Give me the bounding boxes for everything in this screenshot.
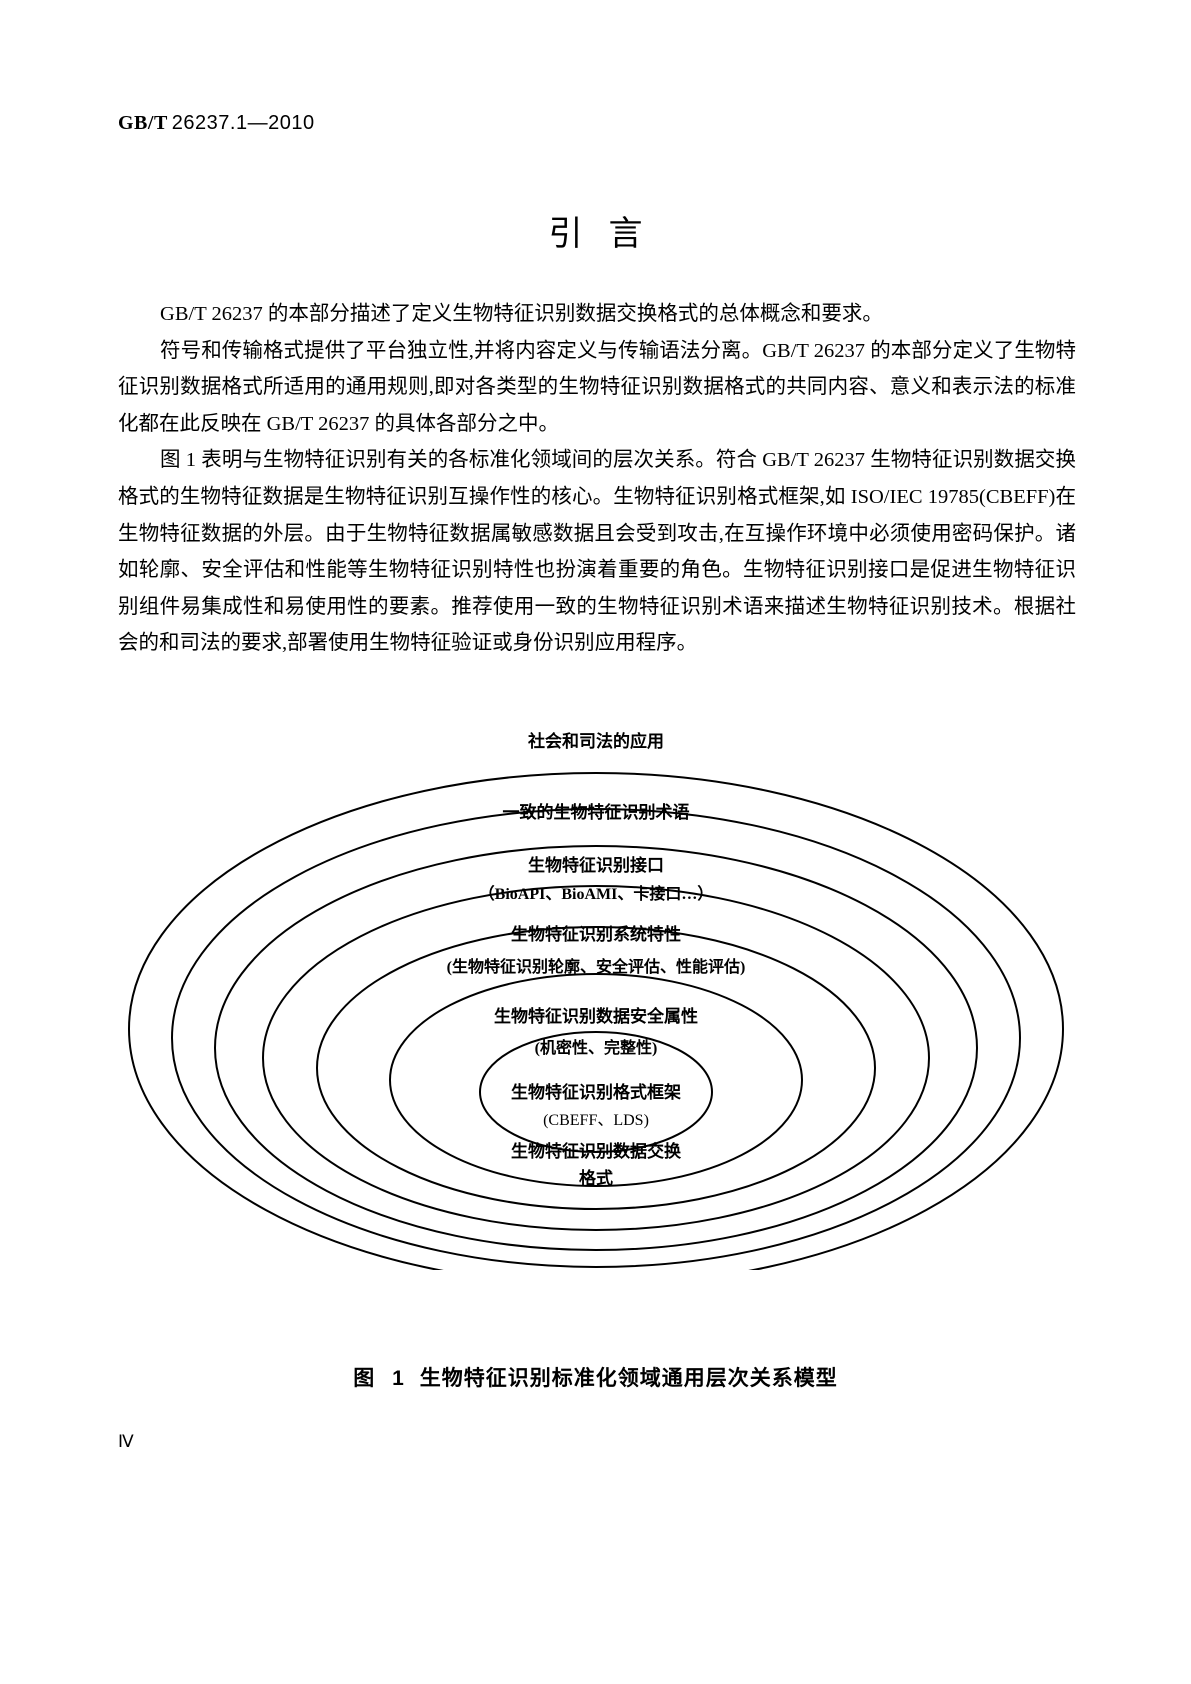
label-layer-societal-line1: 社会和司法的应用 (527, 731, 664, 751)
label-layer-format-framework-line1: 生物特征识别格式框架 (511, 1082, 681, 1102)
onion-diagram-svg: 社会和司法的应用 一致的生物特征识别术语 生物特征识别接口 （BioAPI、Bi… (128, 731, 1064, 1270)
label-layer-interfaces-line2: （BioAPI、BioAMI、卡接口…） (479, 884, 714, 903)
label-layer-data-interchange-line2: 格式 (579, 1168, 613, 1188)
label-layer-data-interchange-line1: 生物特征识别数据交换 (511, 1141, 682, 1161)
label-layer-format-framework-line2: (CBEFF、LDS) (543, 1112, 649, 1129)
paragraph-2: 符号和传输格式提供了平台独立性,并将内容定义与传输语法分离。GB/T 26237… (118, 339, 1076, 435)
paragraph-3: 图 1 表明与生物特征识别有关的各标准化领域间的层次关系。符合 GB/T 262… (118, 449, 1076, 655)
body-text: GB/T 26237 的本部分描述了定义生物特征识别数据交换格式的总体概念和要求… (118, 296, 1076, 662)
label-layer-system-properties-line1: 生物特征识别系统特性 (511, 924, 681, 944)
label-layer-data-security-line1: 生物特征识别数据安全属性 (494, 1006, 698, 1026)
ellipse-layer-data-interchange (479, 1031, 713, 1153)
label-layer-interfaces-line1: 生物特征识别接口 (528, 855, 664, 875)
page-title: 引言 (548, 215, 669, 253)
label-layer-terminology-line1: 一致的生物特征识别术语 (503, 802, 690, 822)
standard-prefix: GB/T (118, 112, 168, 134)
figure-caption-text: 生物特征识别标准化领域通用层次关系模型 (419, 1367, 838, 1390)
figure-caption: 图 1 生物特征识别标准化领域通用层次关系模型 (0, 1362, 1191, 1392)
label-layer-system-properties-line2: (生物特征识别轮廓、安全评估、性能评估) (447, 957, 746, 976)
label-layer-data-security-line2: (机密性、完整性) (535, 1038, 658, 1057)
paragraph-1: GB/T 26237 的本部分描述了定义生物特征识别数据交换格式的总体概念和要求… (160, 303, 883, 325)
standard-number: 26237.1—2010 (171, 112, 315, 134)
figure-caption-number: 图 1 (353, 1367, 410, 1390)
figure-onion-diagram: 社会和司法的应用 一致的生物特征识别术语 生物特征识别接口 （BioAPI、Bi… (0, 690, 1191, 1270)
page-number: Ⅳ (118, 1432, 134, 1451)
